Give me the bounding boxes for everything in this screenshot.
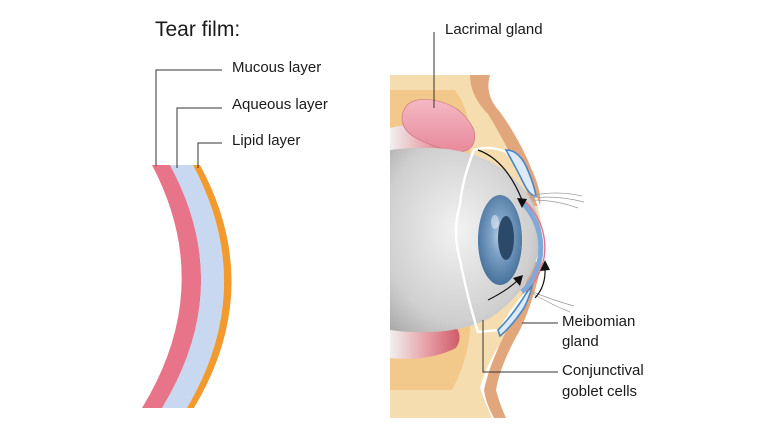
lipid-layer-band	[187, 165, 232, 408]
iris-highlight	[491, 215, 499, 229]
mucous-layer-label: Mucous layer	[232, 59, 322, 76]
aqueous-layer-label: Aqueous layer	[232, 96, 328, 113]
meibomian-gland-label-line2: gland	[562, 333, 599, 350]
upper-eyelashes	[529, 192, 585, 209]
eye-leader-lines	[433, 32, 558, 373]
tear-film-title: Tear film:	[155, 18, 241, 41]
meibomian-tear-arrowhead	[540, 260, 550, 271]
lower-meibomian-gland	[497, 283, 534, 338]
goblet-cells-label-line1: Conjunctival	[562, 362, 644, 379]
cornea-tear-edge	[523, 199, 546, 293]
lower-tear-arrowhead	[513, 275, 523, 286]
tear-flow-arrows	[477, 149, 550, 301]
mucous-leader-line	[155, 69, 222, 166]
aqueous-layer-band	[162, 165, 225, 408]
mucous-layer-band	[142, 165, 202, 408]
goblet-cells-label-line2: goblet cells	[562, 383, 638, 400]
meibomian-tear-arrow	[534, 267, 546, 299]
lipid-layer-label: Lipid layer	[232, 132, 301, 149]
eye-cross-section	[390, 75, 585, 418]
tear-film-leader-lines	[155, 69, 222, 168]
aqueous-leader-line	[176, 107, 222, 168]
tear-film-cross-section	[142, 165, 232, 408]
upper-tear-arrowhead	[517, 198, 527, 208]
lower-eyelashes	[527, 289, 575, 313]
eyeball	[390, 147, 541, 333]
lacrimal-gland-label: Lacrimal gland	[445, 21, 543, 38]
goblet-leader-line	[482, 320, 558, 373]
meibomian-gland-label-line1: Meibomian	[562, 313, 636, 330]
upper-meibomian-gland	[504, 149, 537, 197]
lipid-leader-line	[197, 142, 222, 168]
upper-tear-arrow	[477, 149, 523, 201]
pupil	[498, 216, 514, 260]
lacrimal-gland	[401, 99, 475, 153]
cornea	[518, 198, 544, 294]
